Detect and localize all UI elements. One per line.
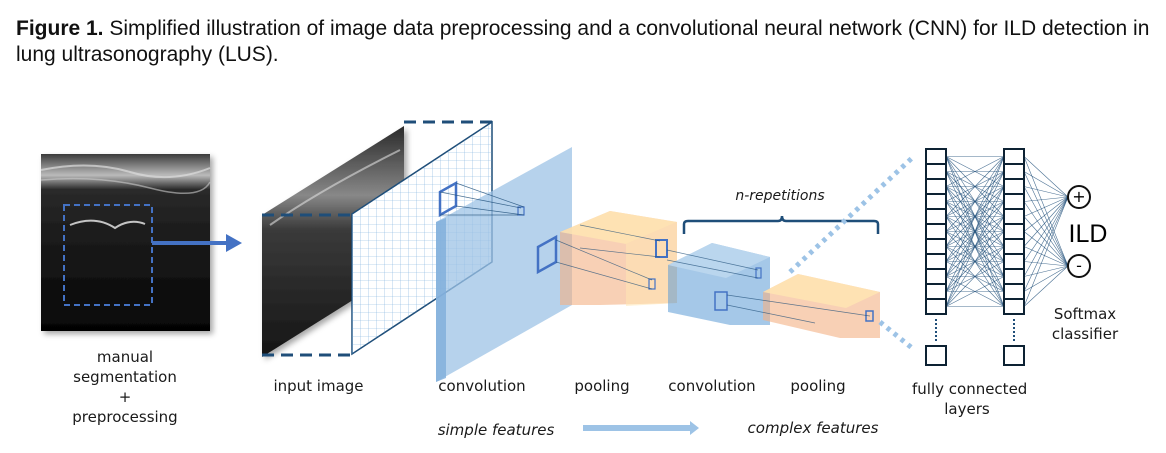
fc-connection <box>945 156 1005 307</box>
figure-label: Figure 1. <box>16 17 104 40</box>
complex-features-label: complex features <box>747 419 879 437</box>
fc-unit <box>1003 268 1025 285</box>
fc-output-connection <box>1023 261 1069 267</box>
fc-unit <box>1003 178 1025 195</box>
fc-unit <box>925 193 947 210</box>
figure-caption: Figure 1. Simplified illustration of ima… <box>16 16 1156 68</box>
output-negative-node: - <box>1067 254 1091 278</box>
fc-unit <box>925 283 947 300</box>
preprocessing-label: manual segmentation + preprocessing <box>50 347 200 427</box>
fc-unit <box>1003 163 1025 180</box>
fc-unit <box>925 163 947 180</box>
pooling-label-1: pooling <box>574 377 630 395</box>
convolution-layer-2 <box>666 243 770 325</box>
fc-connection <box>945 246 1005 307</box>
fully-connected-label: fully connected layers <box>912 379 1028 419</box>
fc-label-line: fully connected <box>912 380 1028 398</box>
repetitions-label: n-repetitions <box>735 188 825 204</box>
fc-output-connection <box>1023 196 1069 277</box>
preprocessing-line: + <box>118 388 132 406</box>
fc-output-connection <box>1023 196 1069 217</box>
fc-unit <box>925 253 947 270</box>
minus-icon: - <box>1076 256 1082 275</box>
fc-output-connection <box>1023 265 1069 292</box>
fc-unit <box>1003 223 1025 240</box>
feature-progression-arrow <box>583 421 699 435</box>
fc-output-connection <box>1023 231 1069 267</box>
preprocessing-line: segmentation <box>73 368 177 386</box>
fc-output-connection <box>1023 156 1069 198</box>
fc-label-line: layers <box>944 400 990 418</box>
projection-line-top <box>788 156 914 274</box>
input-image-label: input image <box>273 377 364 395</box>
fc-output-connection <box>1023 196 1069 202</box>
arrow-right-icon <box>152 234 242 252</box>
fully-connected-layers <box>925 148 1069 366</box>
softmax-label: Softmax classifier <box>1040 304 1130 344</box>
input-image-layer <box>262 120 492 357</box>
fc-unit <box>1003 193 1025 210</box>
fc-output-connection <box>1023 171 1069 267</box>
convolution-label-1: convolution <box>438 377 526 395</box>
fc-output-connection <box>1023 196 1069 247</box>
simple-features-label: simple features <box>437 421 555 439</box>
fc-unit <box>1003 283 1025 300</box>
fc-output-connection <box>1023 265 1069 277</box>
fc-connection <box>945 156 1005 187</box>
fc-output-connection <box>1023 216 1069 267</box>
caption-text: Simplified illustration of image data pr… <box>16 17 1150 66</box>
fc-output-connection <box>1023 196 1069 292</box>
fc-unit <box>925 238 947 255</box>
convolution-label-2: convolution <box>668 377 756 395</box>
fc-unit <box>1003 148 1025 165</box>
fc-output-connection <box>1023 196 1069 307</box>
pooling-layer-2 <box>726 274 880 338</box>
fc-unit-last <box>1003 345 1025 366</box>
fc-output-connection <box>1023 171 1069 198</box>
ultrasound-image <box>40 154 211 331</box>
preprocessing-line: preprocessing <box>72 408 178 426</box>
pooling-label-2: pooling <box>790 377 846 395</box>
fc-connection <box>945 216 1005 307</box>
fc-unit <box>1003 253 1025 270</box>
preprocessing-line: manual <box>96 348 154 366</box>
fc-output-connection <box>1023 246 1069 267</box>
segmentation-box <box>63 204 153 306</box>
softmax-label-line: Softmax <box>1053 305 1117 323</box>
convolution-layer-1 <box>436 147 572 382</box>
fc-output-connection <box>1023 186 1069 267</box>
fc-unit <box>1003 208 1025 225</box>
fc-connection <box>945 156 1005 247</box>
output-positive-node: + <box>1067 185 1091 209</box>
fc-unit <box>1003 298 1025 315</box>
fc-unit <box>925 178 947 195</box>
fc-unit <box>1003 238 1025 255</box>
ild-label: ILD <box>1069 220 1108 248</box>
fc-connection <box>945 186 1005 307</box>
fc-connection <box>945 156 1005 277</box>
fc-unit <box>925 298 947 315</box>
fc-output-connection <box>1023 186 1069 198</box>
fc-output-connection <box>1023 156 1069 267</box>
fc-unit <box>925 148 947 165</box>
softmax-label-line: classifier <box>1051 325 1119 343</box>
fc-connection <box>945 156 1005 217</box>
fc-output-connection <box>1023 196 1069 262</box>
pooling-layer-1 <box>555 211 677 306</box>
fc-unit-last <box>925 345 947 366</box>
fc-unit <box>925 268 947 285</box>
repetitions-brace <box>682 215 880 234</box>
fc-unit <box>925 208 947 225</box>
fc-output-connection <box>1023 265 1069 307</box>
fc-unit <box>925 223 947 240</box>
projection-line-bottom <box>878 320 914 350</box>
fc-connection <box>945 276 1005 307</box>
fc-output-connection <box>1023 201 1069 267</box>
fc-output-connection <box>1023 196 1069 232</box>
plus-icon: + <box>1072 187 1085 206</box>
